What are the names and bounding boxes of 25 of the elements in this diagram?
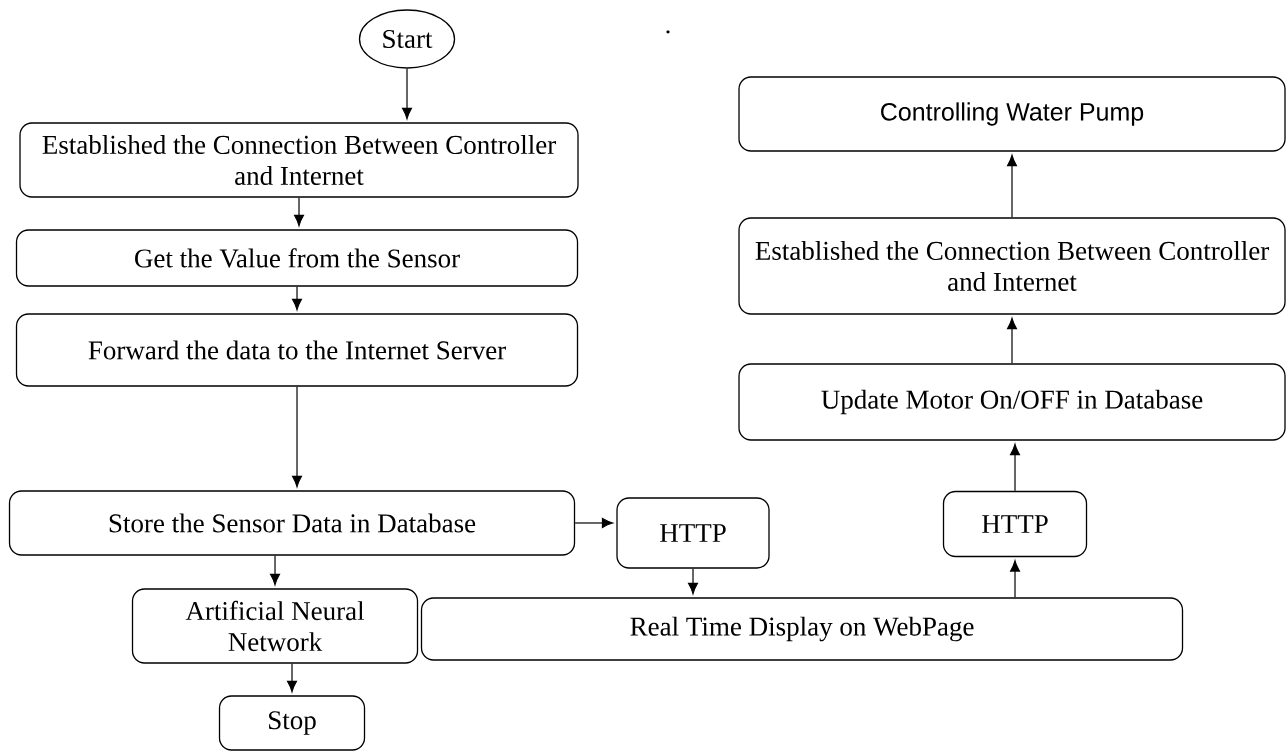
process-box: Forward the data to the Internet Server xyxy=(15,313,579,387)
arrow xyxy=(1007,154,1017,218)
process-box: Artificial Neural Network xyxy=(131,588,419,664)
arrow xyxy=(294,197,304,227)
arrow xyxy=(1010,443,1020,492)
process-box: HTTP xyxy=(616,497,770,569)
arrow xyxy=(1007,317,1017,364)
arrow xyxy=(574,518,614,528)
arrow xyxy=(402,68,412,120)
arrow xyxy=(292,386,302,488)
stray-dot: . xyxy=(666,30,670,34)
arrow xyxy=(1010,560,1020,598)
arrow xyxy=(292,286,302,311)
process-box: Established the Connection Between Controller and Internet xyxy=(738,217,1286,315)
process-box: Controlling Water Pump xyxy=(738,76,1286,152)
process-box: Real Time Display on WebPage xyxy=(420,597,1184,661)
process-box: Established the Connection Between Controller and Internet xyxy=(19,122,579,198)
process-box: HTTP xyxy=(942,490,1088,558)
arrow xyxy=(270,555,280,586)
process-box: Store the Sensor Data in Database xyxy=(8,490,576,556)
process-box: Update Motor On/OFF in Database xyxy=(738,363,1286,441)
process-box: Stop xyxy=(218,695,366,751)
arrow xyxy=(688,568,698,595)
arrow xyxy=(287,663,297,693)
process-box: Get the Value from the Sensor xyxy=(15,229,579,287)
